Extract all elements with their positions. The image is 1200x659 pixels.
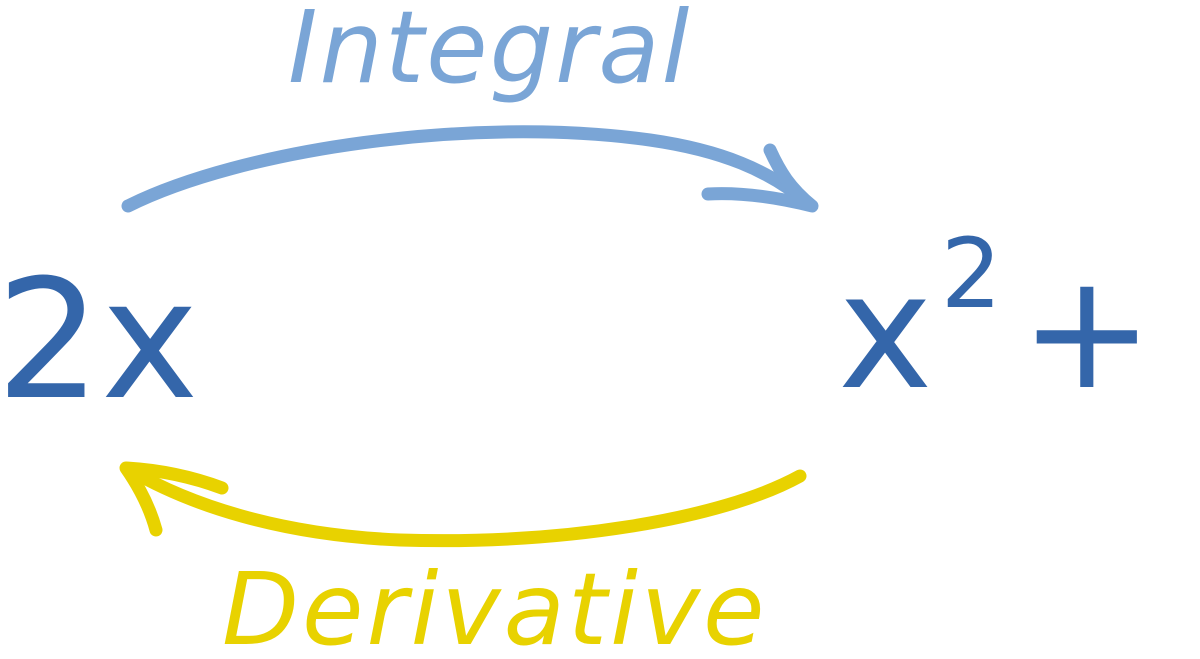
right-expression-rest: + C (1019, 238, 1200, 425)
integral-label: Integral (288, 0, 692, 106)
integral-arrow (121, 125, 819, 213)
left-expression: 2x (0, 244, 199, 436)
right-expression-base: x (838, 238, 933, 425)
derivative-arrow (119, 461, 807, 548)
right-expression-exponent: 2 (940, 218, 1002, 330)
derivative-label: Derivative (222, 551, 768, 659)
right-expression: x2+ C (838, 226, 1200, 413)
